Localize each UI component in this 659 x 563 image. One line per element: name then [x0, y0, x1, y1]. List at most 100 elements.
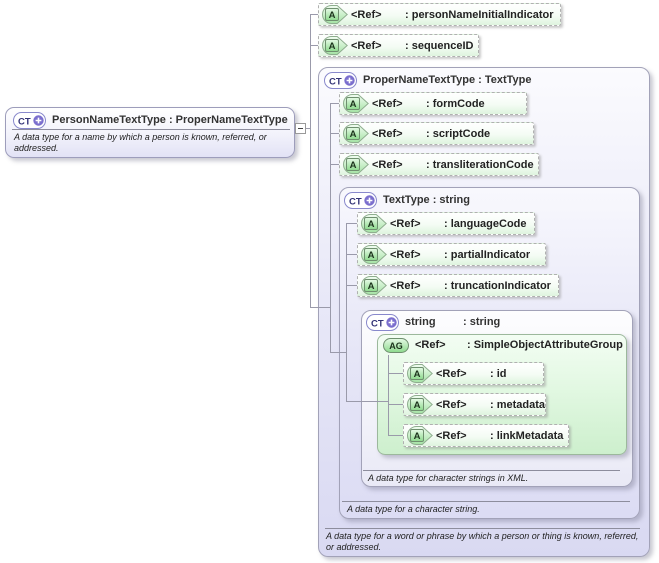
connector-line: [330, 352, 347, 353]
connector-line: [330, 133, 340, 134]
connector-line: [310, 14, 318, 15]
attribute-icon: A: [343, 124, 369, 143]
attribute-group-icon: AG: [383, 337, 409, 353]
attribute-icon: A: [322, 36, 348, 55]
attribute-icon: A: [361, 245, 387, 264]
type-title-propernametexttype[interactable]: CT ProperNameTextType : TextType: [324, 71, 532, 89]
ref-label: <Ref>: [372, 97, 403, 110]
type-title-name: string: [405, 316, 436, 328]
complex-type-icon: CT: [344, 191, 377, 209]
minus-icon: [298, 128, 303, 129]
type-title-string[interactable]: CT string : string: [366, 313, 500, 331]
attribute-icon: A: [343, 155, 369, 174]
connector-line: [346, 223, 347, 402]
attr-name: : truncationIndicator: [444, 279, 551, 292]
attr-partialIndicator[interactable]: A <Ref> : partialIndicator: [357, 243, 546, 266]
type-description-propernametexttype: A data type for a word or phrase by whic…: [326, 531, 639, 552]
svg-text:A: A: [414, 369, 421, 380]
ref-label: <Ref>: [390, 217, 421, 230]
type-description-string: A data type for character strings in XML…: [368, 473, 529, 483]
ref-label: <Ref>: [390, 248, 421, 261]
attribute-icon: A: [407, 395, 433, 414]
collapse-toggle[interactable]: [295, 123, 306, 134]
attribute-group-name: : SimpleObjectAttributeGroup: [467, 339, 623, 351]
ref-label: <Ref>: [436, 429, 467, 442]
connector-line: [388, 435, 404, 436]
svg-text:CT: CT: [371, 318, 384, 329]
svg-text:CT: CT: [329, 76, 342, 87]
separator-line: [342, 501, 630, 502]
attr-name: : personNameInitialIndicator: [405, 8, 554, 21]
attr-transliterationCode[interactable]: A <Ref> : transliterationCode: [339, 153, 539, 176]
separator-line: [325, 528, 640, 529]
attribute-icon: A: [361, 214, 387, 233]
complex-type-icon: CT: [13, 111, 46, 129]
svg-text:A: A: [329, 41, 336, 52]
type-description-texttype: A data type for a character string.: [347, 504, 480, 514]
attr-sequenceID[interactable]: A <Ref> : sequenceID: [318, 34, 479, 57]
main-type-title: CT PersonNameTextType : ProperNameTextTy…: [13, 111, 288, 129]
separator-line: [363, 470, 620, 471]
connector-line: [310, 45, 318, 46]
connector-line: [310, 14, 311, 307]
attr-linkMetadata[interactable]: A <Ref> : linkMetadata: [403, 424, 569, 447]
type-title-label: TextType : string: [383, 194, 470, 206]
svg-text:A: A: [350, 160, 357, 171]
main-type-title-label: PersonNameTextType : ProperNameTextType: [52, 114, 288, 126]
ref-label: <Ref>: [351, 8, 382, 21]
svg-text:A: A: [350, 129, 357, 140]
connector-line: [346, 223, 358, 224]
attr-name: : languageCode: [444, 217, 527, 230]
connector-line: [346, 401, 389, 402]
attribute-group-title[interactable]: AG <Ref> : SimpleObjectAttributeGroup: [383, 337, 623, 353]
attr-name: : transliterationCode: [426, 158, 534, 171]
ref-label: <Ref>: [436, 367, 467, 380]
svg-text:A: A: [350, 99, 357, 110]
connector-line: [346, 254, 358, 255]
attr-metadata[interactable]: A <Ref> : metadata: [403, 393, 546, 416]
attr-name: : id: [490, 367, 507, 380]
ref-label: <Ref>: [415, 339, 446, 351]
type-box-personnametexttype-main[interactable]: CT PersonNameTextType : ProperNameTextTy…: [5, 107, 295, 158]
svg-text:CT: CT: [349, 196, 362, 207]
svg-text:A: A: [368, 281, 375, 292]
connector-line: [388, 355, 389, 436]
attr-name: : metadata: [490, 398, 546, 411]
attribute-icon: A: [343, 94, 369, 113]
connector-line: [330, 103, 331, 353]
ref-label: <Ref>: [372, 158, 403, 171]
connector-line: [346, 285, 358, 286]
attr-name: : linkMetadata: [490, 429, 564, 442]
attr-id[interactable]: A <Ref> : id: [403, 362, 544, 385]
attr-name: : formCode: [426, 97, 485, 110]
attribute-icon: A: [407, 364, 433, 383]
main-type-description: A data type for a name by which a person…: [14, 132, 267, 153]
attr-scriptCode[interactable]: A <Ref> : scriptCode: [339, 122, 534, 145]
attr-formCode[interactable]: A <Ref> : formCode: [339, 92, 527, 115]
attr-name: : partialIndicator: [444, 248, 531, 261]
ref-label: <Ref>: [436, 398, 467, 411]
ref-label: <Ref>: [372, 127, 403, 140]
type-title-texttype[interactable]: CT TextType : string: [344, 191, 470, 209]
connector-line: [330, 103, 340, 104]
connector-line: [310, 307, 331, 308]
svg-text:CT: CT: [18, 116, 31, 127]
separator-line: [12, 129, 290, 130]
connector-line: [330, 164, 340, 165]
attr-truncationIndicator[interactable]: A <Ref> : truncationIndicator: [357, 274, 559, 297]
attr-name: : sequenceID: [405, 39, 474, 52]
ref-label: <Ref>: [390, 279, 421, 292]
attr-languageCode[interactable]: A <Ref> : languageCode: [357, 212, 535, 235]
attribute-icon: A: [361, 276, 387, 295]
complex-type-icon: CT: [366, 313, 399, 331]
svg-text:A: A: [414, 431, 421, 442]
ref-label: <Ref>: [351, 39, 382, 52]
connector-line: [388, 373, 404, 374]
svg-text:A: A: [329, 10, 336, 21]
attribute-icon: A: [322, 5, 348, 24]
svg-text:A: A: [368, 219, 375, 230]
svg-text:AG: AG: [389, 341, 403, 351]
complex-type-icon: CT: [324, 71, 357, 89]
attr-personNameInitialIndicator[interactable]: A <Ref> : personNameInitialIndicator: [318, 3, 561, 26]
